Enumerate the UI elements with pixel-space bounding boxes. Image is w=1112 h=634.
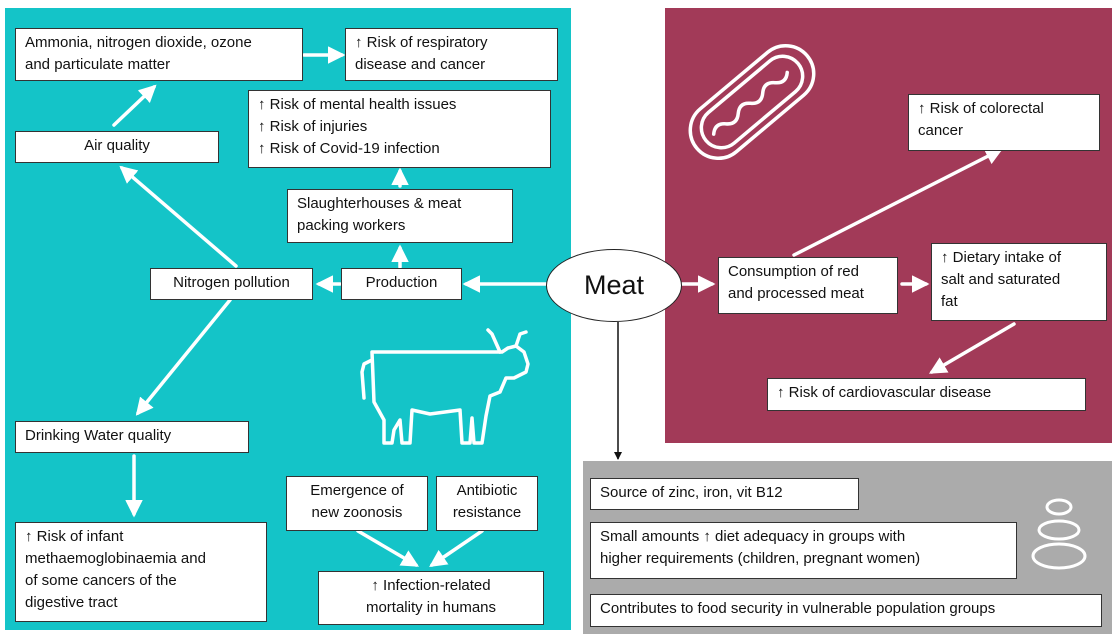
workers-box: Slaughterhouses & meat packing workers [287,189,513,243]
diet-adequacy-box: Small amounts ↑ diet adequacy in groups … [590,522,1017,579]
hotdog-icon [688,43,816,161]
zoonosis-box: Emergence of new zoonosis [286,476,428,531]
cardiovascular-box: ↑ Risk of cardiovascular disease [767,378,1086,411]
worker-risk-mental-health: ↑ Risk of mental health issues [258,96,457,113]
arrow-dietary-cardiovascular [928,322,1016,374]
respiratory-risk-box: ↑ Risk of respiratory disease and cancer [345,28,558,81]
dietary-intake-box: ↑ Dietary intake of salt and saturated f… [931,243,1107,321]
worker-risks-box: ↑ Risk of mental health issues ↑ Risk of… [248,90,551,168]
worker-risk-injuries: ↑ Risk of injuries [258,118,368,135]
arrow-zoonosis-mortality [356,529,420,567]
colorectal-box: ↑ Risk of colorectal cancer [908,94,1100,151]
health-panel [665,8,1112,443]
arrow-air-pollutants [112,84,157,127]
production-box: Production [341,268,462,300]
arrow-nitrogen-water [135,298,232,416]
nutrient-source-box: Source of zinc, iron, vit B12 [590,478,859,510]
infant-risk-box: ↑ Risk of infant methaemoglobinaemia and… [15,522,267,622]
meat-node: Meat [546,249,682,322]
pollutants-box: Ammonia, nitrogen dioxide, ozone and par… [15,28,303,81]
infection-mortality-box: ↑ Infection-related mortality in humans [318,571,544,625]
food-security-box: Contributes to food security in vulnerab… [590,594,1102,627]
drinking-water-box: Drinking Water quality [15,421,249,453]
consumption-box: Consumption of red and processed meat [718,257,898,314]
arrow-antibiotic-mortality [429,529,484,567]
arrow-nitrogen-air [119,165,238,268]
cow-icon [360,328,530,445]
air-quality-box: Air quality [15,131,219,163]
stacked-stones-icon [1031,498,1087,570]
antibiotic-box: Antibiotic resistance [436,476,538,531]
worker-risk-covid: ↑ Risk of Covid-19 infection [258,140,440,157]
nitrogen-pollution-box: Nitrogen pollution [150,268,313,300]
arrow-consumption-colorectal [792,148,1004,257]
